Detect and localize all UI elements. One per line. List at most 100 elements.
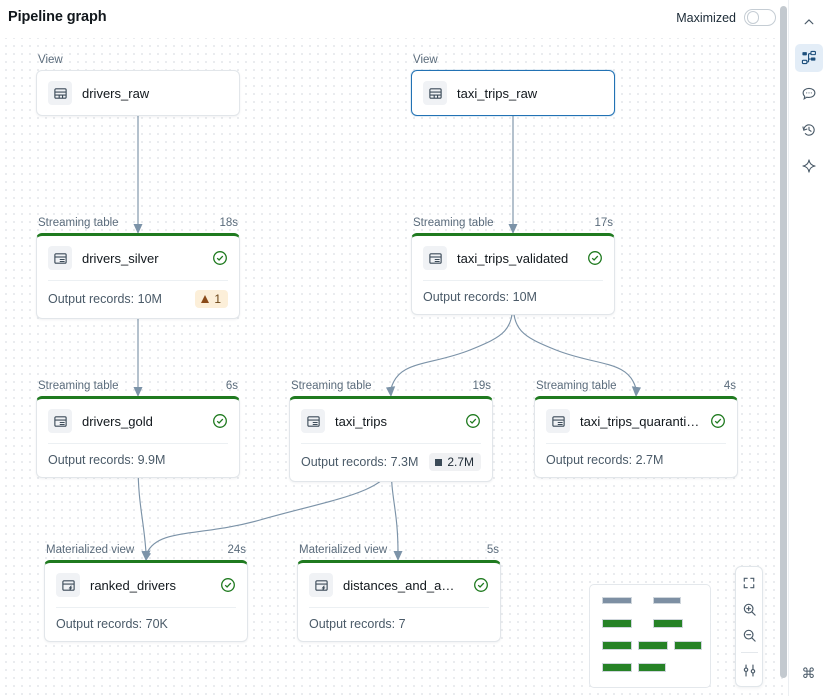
assistant-sparkle-icon[interactable] [795, 152, 823, 180]
node-meta: Materialized view 24s [44, 544, 248, 560]
graph-node-taxi-trips[interactable]: Streaming table 19s taxi_trips [289, 380, 493, 482]
dropped-records-badge[interactable]: 2.7M [429, 453, 481, 471]
graph-node-drivers-raw[interactable]: View drivers_raw [36, 54, 240, 116]
node-output-records: Output records: 10M [423, 290, 537, 304]
warning-badge[interactable]: 1 [195, 290, 228, 308]
node-divider [48, 280, 228, 281]
fit-screen-icon[interactable] [737, 571, 761, 595]
streaming-table-icon [48, 409, 72, 433]
node-footer: Output records: 10M 1 [37, 281, 239, 318]
graph-node-drivers-silver[interactable]: Streaming table 18s drivers_silver [36, 217, 240, 319]
minimap-node-table [602, 641, 632, 650]
node-card[interactable]: distances_and_amounts_b… Output records:… [297, 560, 501, 642]
check-circle-icon [465, 413, 481, 429]
node-divider [546, 443, 726, 444]
vertical-scrollbar[interactable] [780, 6, 787, 678]
graph-node-taxi-trips-quarantine[interactable]: Streaming table 4s taxi_trips_quarantine [534, 380, 738, 478]
table-icon [48, 81, 72, 105]
minimap-node-table [638, 641, 668, 650]
check-circle-icon [220, 577, 236, 593]
table-icon [423, 81, 447, 105]
node-card[interactable]: drivers_silver Output records: 10M 1 [36, 233, 240, 319]
minimap-node-table [602, 619, 632, 628]
minimap-node-table [602, 663, 632, 672]
node-kind: Streaming table [413, 217, 494, 229]
node-duration: 6s [225, 380, 238, 392]
scrollbar-thumb[interactable] [780, 6, 787, 678]
graph-node-ranked-drivers[interactable]: Materialized view 24s ranked_drivers [44, 544, 248, 642]
node-name: drivers_raw [82, 85, 150, 101]
dropped-square-icon [435, 458, 443, 466]
maximized-toggle[interactable] [744, 9, 776, 26]
zoom-in-icon[interactable] [737, 597, 761, 621]
minimap-node-view [653, 597, 681, 604]
node-footer: Output records: 7.3M 2.7M [290, 444, 492, 481]
node-meta: Materialized view 5s [297, 544, 501, 560]
graph-canvas[interactable]: Pipeline graph Maximized View [0, 0, 788, 696]
node-card[interactable]: taxi_trips_raw [411, 70, 615, 116]
minimap-node-table [638, 663, 666, 672]
graph-node-drivers-gold[interactable]: Streaming table 6s drivers_gold [36, 380, 240, 478]
panel-header: Pipeline graph Maximized [0, 0, 788, 38]
node-divider [48, 443, 228, 444]
node-card[interactable]: taxi_trips_validated Output records: 10M [411, 233, 615, 315]
node-name: drivers_silver [82, 250, 159, 266]
node-header: drivers_raw [37, 71, 239, 115]
check-circle-icon [212, 413, 228, 429]
node-output-records: Output records: 7 [309, 617, 406, 631]
minimap-inner [598, 593, 702, 679]
node-card[interactable]: drivers_gold Output records: 9.9M [36, 396, 240, 478]
node-footer: Output records: 9.9M [37, 444, 239, 477]
zoom-out-icon[interactable] [737, 623, 761, 647]
graph-node-taxi-trips-validated[interactable]: Streaming table 17s taxi_trips_validated [411, 217, 615, 315]
node-card[interactable]: taxi_trips Output records: 7.3M 2.7M [289, 396, 493, 482]
node-kind: View [38, 54, 63, 66]
graph-settings-icon[interactable] [737, 658, 761, 682]
node-name: drivers_gold [82, 413, 153, 429]
command-key-icon[interactable]: ⌘ [801, 665, 816, 681]
node-card[interactable]: ranked_drivers Output records: 70K [44, 560, 248, 642]
node-kind: Streaming table [38, 217, 119, 229]
node-meta: View [411, 54, 615, 70]
node-header: taxi_trips [290, 399, 492, 443]
graph-node-distances-and-amounts[interactable]: Materialized view 5s distances_and_amoun… [297, 544, 501, 642]
node-name: taxi_trips_validated [457, 250, 569, 266]
node-duration: 4s [723, 380, 736, 392]
zoom-controls[interactable] [735, 566, 763, 687]
streaming-table-icon [546, 409, 570, 433]
node-meta: Streaming table 18s [36, 217, 240, 233]
check-circle-icon [587, 250, 603, 266]
node-header: distances_and_amounts_b… [298, 563, 500, 607]
node-meta: Streaming table 19s [289, 380, 493, 396]
node-card[interactable]: drivers_raw [36, 70, 240, 116]
node-duration: 5s [486, 544, 499, 556]
collapse-chevron-up-icon[interactable] [795, 8, 823, 36]
minimap-node-table [674, 641, 702, 650]
node-name: distances_and_amounts_b… [343, 577, 463, 593]
comments-icon[interactable] [795, 80, 823, 108]
right-rail: ⌘ [788, 0, 828, 696]
controls-divider [740, 652, 758, 653]
node-header: taxi_trips_validated [412, 236, 614, 280]
node-header: drivers_silver [37, 236, 239, 280]
node-duration: 17s [594, 217, 613, 229]
history-icon[interactable] [795, 116, 823, 144]
node-header: taxi_trips_quarantine [535, 399, 737, 443]
minimap-node-view [602, 597, 632, 604]
node-meta: View [36, 54, 240, 70]
graph-minimap[interactable] [589, 584, 711, 688]
warning-triangle-icon [201, 295, 210, 303]
maximized-control[interactable]: Maximized [676, 9, 776, 26]
node-footer: Output records: 7 [298, 608, 500, 641]
node-card[interactable]: taxi_trips_quarantine Output records: 2.… [534, 396, 738, 478]
pipeline-graph-icon[interactable] [794, 44, 823, 72]
node-duration: 18s [219, 217, 238, 229]
node-footer: Output records: 70K [45, 608, 247, 641]
node-duration: 19s [472, 380, 491, 392]
node-footer: Output records: 10M [412, 281, 614, 314]
node-meta: Streaming table 17s [411, 217, 615, 233]
check-circle-icon [473, 577, 489, 593]
streaming-table-icon [301, 409, 325, 433]
graph-node-taxi-trips-raw[interactable]: View taxi_trips_raw [411, 54, 615, 116]
